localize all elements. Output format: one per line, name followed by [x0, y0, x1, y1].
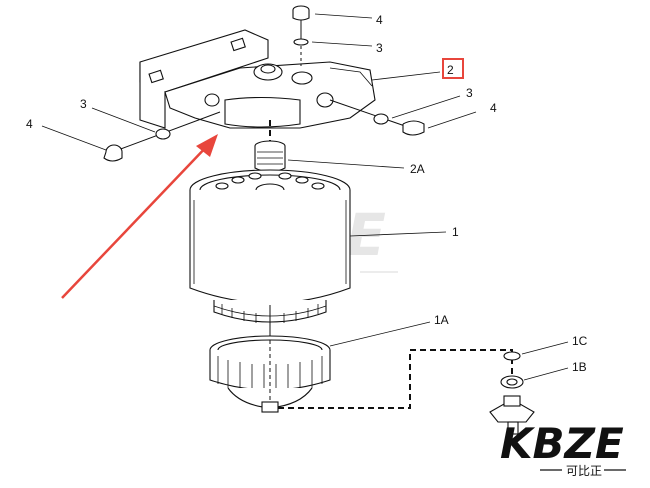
callout-washer-left: 3: [80, 97, 87, 111]
callout-labels: 4 3 2 3 4 3 4 2A 1 1A 1C 1B: [26, 13, 588, 374]
callout-screw-left: 4: [26, 117, 33, 131]
corner-logo: KBZE 可比正: [500, 419, 626, 478]
drain-seal: [503, 351, 521, 361]
callout-seal: 1C: [572, 334, 588, 348]
corner-logo-brand: KBZE: [500, 419, 624, 468]
right-screw: [329, 99, 425, 136]
callout-element: 1: [452, 225, 459, 239]
callout-adapter: 2A: [410, 162, 425, 176]
leader-lines: [41, 13, 569, 381]
callout-screw-right: 4: [490, 101, 497, 115]
top-washer: [293, 38, 309, 46]
right-washer: [373, 113, 389, 125]
callout-drain-washer: 1B: [572, 360, 587, 374]
adapter-nipple: [254, 140, 286, 173]
callout-bowl: 1A: [434, 313, 449, 327]
callout-washer-right: 3: [466, 86, 473, 100]
callout-screw-top: 4: [376, 13, 383, 27]
callout-washer-top: 3: [376, 41, 383, 55]
filter-base: [139, 29, 376, 129]
corner-logo-subtitle: 可比正: [566, 464, 602, 478]
filter-element: [189, 169, 351, 324]
red-arrow: [61, 134, 218, 299]
highlight-box: [442, 58, 464, 79]
top-screw: [292, 5, 310, 40]
callout-base: 2: [447, 63, 454, 77]
left-washer: [155, 128, 171, 140]
drain-valve: [489, 395, 535, 435]
